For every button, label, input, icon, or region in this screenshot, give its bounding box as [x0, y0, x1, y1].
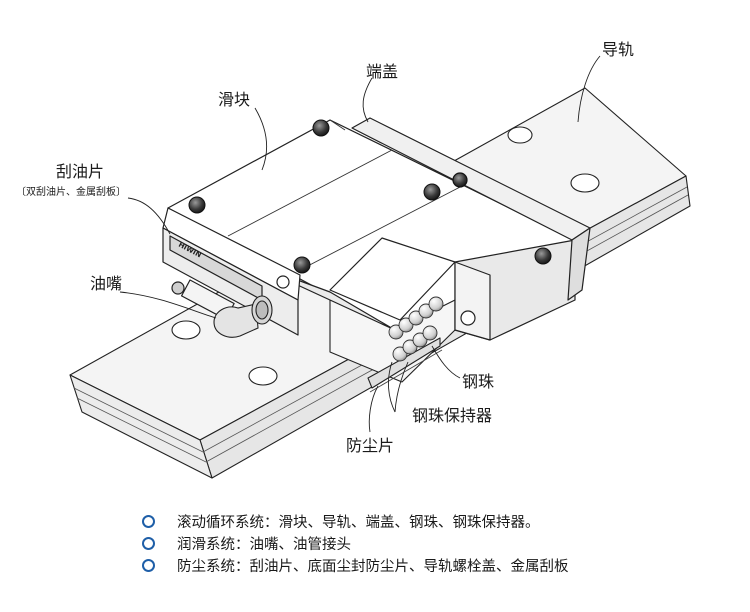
system-legend: 滚动循环系统：滑块、导轨、端盖、钢珠、钢珠保持器。 润滑系统：油嘴、油管接头 防…	[142, 510, 569, 576]
rail-hole	[248, 366, 278, 386]
bolt-icon	[293, 256, 311, 274]
label-end-cap: 端盖	[366, 62, 399, 81]
leader-slider	[254, 107, 268, 171]
rail-end-face	[69, 374, 213, 479]
leader-seal	[368, 385, 379, 433]
bullet-icon	[142, 536, 155, 550]
label-scraper-note: 〔双刮油片、金属刮板〕	[16, 187, 126, 198]
rail-hole	[171, 320, 201, 340]
leader-balls	[431, 345, 461, 379]
bolt-icon	[423, 183, 441, 201]
label-seal: 防尘片	[346, 436, 395, 455]
leader-scraper	[127, 197, 171, 235]
leader-end-cap	[362, 77, 373, 123]
bolt-icon	[534, 247, 552, 265]
label-balls: 钢珠	[462, 372, 495, 391]
slider-block	[167, 117, 591, 341]
ball-icon	[422, 325, 438, 341]
bullet-icon	[142, 514, 155, 528]
leader-retainer-a	[388, 361, 396, 413]
leader-lines	[119, 55, 601, 433]
leader-nipple	[119, 291, 217, 319]
leader-retainer-b	[394, 361, 409, 413]
label-scraper: 刮油片	[56, 162, 105, 181]
legend-item: 润滑系统：油嘴、油管接头	[142, 532, 569, 554]
legend-text: 润滑系统：油嘴、油管接头	[177, 536, 351, 553]
label-nipple: 油嘴	[90, 274, 123, 293]
legend-text: 防尘系统：刮油片、底面尘封防尘片、导轨螺栓盖、金属刮板	[177, 558, 569, 575]
rail-hole	[570, 173, 600, 193]
legend-item: 滚动循环系统：滑块、导轨、端盖、钢珠、钢珠保持器。	[142, 510, 569, 532]
grease-nipple	[213, 295, 273, 338]
legend-item: 防尘系统：刮油片、底面尘封防尘片、导轨螺栓盖、金属刮板	[142, 554, 569, 576]
leader-rail	[577, 55, 601, 123]
label-slider: 滑块	[218, 90, 251, 109]
label-rail: 导轨	[602, 40, 635, 59]
slider-bolts	[188, 119, 552, 274]
rail-hole	[507, 126, 533, 144]
steel-balls	[388, 296, 444, 362]
ball-icon	[428, 296, 444, 312]
label-retainer: 钢珠保持器	[412, 406, 493, 425]
legend-text: 滚动循环系统：滑块、导轨、端盖、钢珠、钢珠保持器。	[177, 514, 540, 531]
bolt-icon	[188, 196, 206, 214]
bolt-icon	[312, 119, 330, 137]
bullet-icon	[142, 558, 155, 572]
